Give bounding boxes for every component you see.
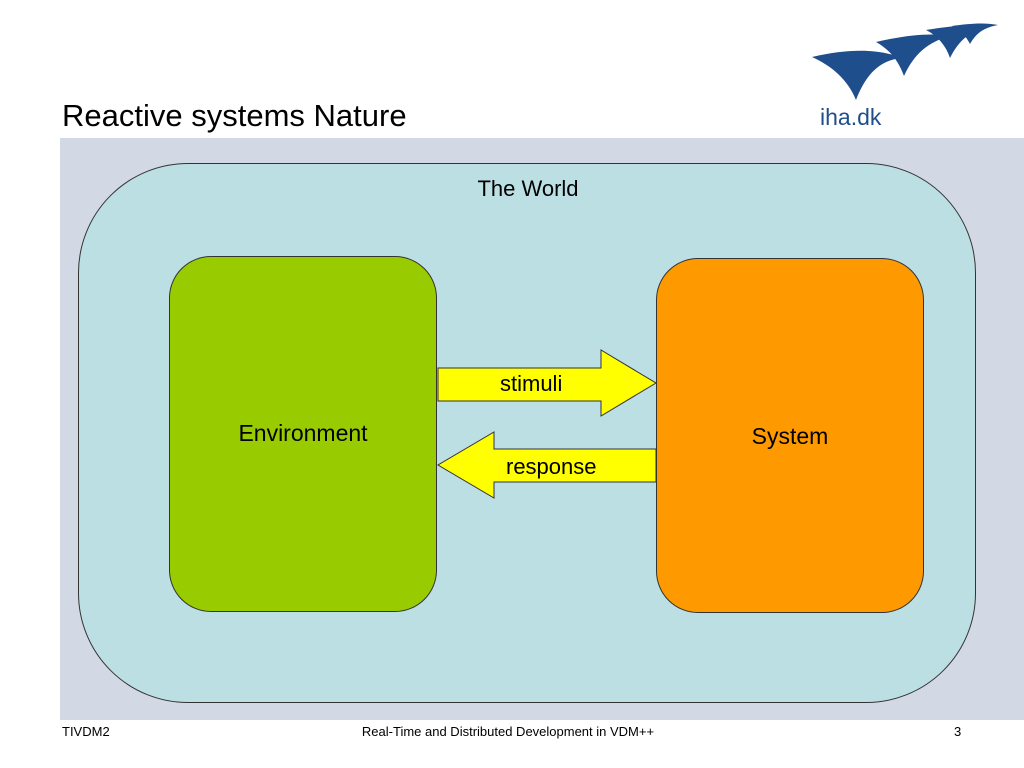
footer-page-number: 3 xyxy=(954,724,962,739)
response-arrow xyxy=(437,431,657,499)
logo-text: iha.dk xyxy=(820,104,882,130)
world-label: The World xyxy=(477,176,579,201)
iha-logo-icon xyxy=(812,23,998,100)
footer-course-title: Real-Time and Distributed Development in… xyxy=(361,724,655,739)
stimuli-label: stimuli xyxy=(500,371,563,396)
response-label: response xyxy=(506,454,597,479)
system-label: System xyxy=(751,423,829,449)
system-box: System xyxy=(656,258,924,613)
slide-title: Reactive systems Nature xyxy=(62,98,407,133)
environment-box: Environment xyxy=(169,256,437,612)
environment-label: Environment xyxy=(238,419,368,446)
stimuli-arrow xyxy=(437,349,657,417)
footer-course-code: TIVDM2 xyxy=(62,724,110,739)
